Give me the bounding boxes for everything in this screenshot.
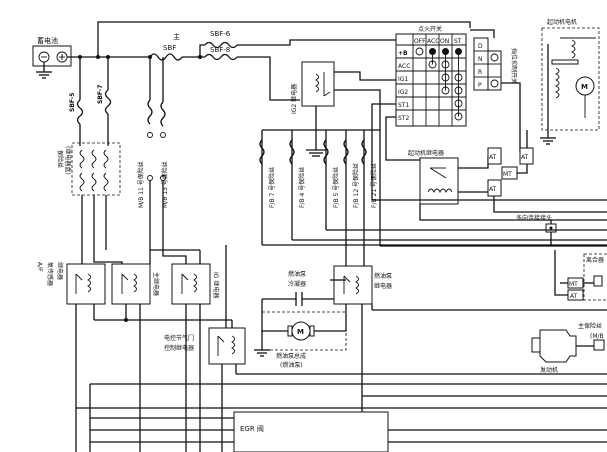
- sbf5-label: SBF-5: [69, 93, 76, 112]
- gear-d-label: D: [478, 43, 483, 50]
- sbf8-label: SBF-8: [210, 46, 230, 54]
- clutch-switch: 离合器 MT AT: [554, 250, 607, 301]
- fuel-pump-relay-label-1: 燃油泵: [374, 272, 392, 280]
- fuel-pump-cooler-label-2: 冷凝器: [288, 280, 306, 288]
- mb-11-fuse: M/B 11 号保险丝: [137, 99, 153, 250]
- signal-buses: [262, 150, 607, 397]
- engine: 发动机: [531, 329, 577, 374]
- starter-relay-label: 起动机继电器: [408, 149, 444, 157]
- main-relay-label: 主继电器: [152, 272, 160, 296]
- af-relay: A/F 氧传感器 继电器: [36, 262, 106, 452]
- fuel-pump-relay-label-2: 继电器: [374, 282, 392, 290]
- sw-off-label: OFF: [414, 38, 426, 45]
- multi-connector-label: 多向连接接头: [516, 214, 552, 222]
- main-relay: 主继电器: [93, 230, 232, 452]
- sbf7-label: SBF-7: [97, 85, 104, 104]
- ig-relay-label: IG 继电器: [212, 272, 220, 298]
- sw-ig1-label: IG1: [398, 76, 408, 83]
- gear-r-label: R: [478, 69, 482, 76]
- throttle-relay-label-1: 电控节气门: [164, 334, 194, 342]
- fuse-box-label-1: 保险丝: [56, 150, 64, 168]
- ignition-switch: 点火开关 OFF ACC ON ST +B ACC IG1 IG2 ST1 ST…: [371, 25, 467, 200]
- multi-connector: 多向连接接头: [380, 214, 607, 247]
- af-relay-label-2: 氧传感器: [46, 262, 54, 286]
- fb4-label: F/B 4 号保险丝: [298, 167, 306, 208]
- sw-acc-row-label: ACC: [398, 63, 410, 70]
- main-fuse-mb: 主保险丝 (M/B: [576, 322, 605, 351]
- ig-relay: IG 继电器: [150, 240, 220, 452]
- inhibitor-label: 挡位抑制开关: [510, 48, 518, 84]
- inhibitor-switch: D N R P 挡位抑制开关: [470, 29, 521, 152]
- gear-n-label: N: [478, 56, 483, 63]
- sbf6-label: SBF-6: [210, 30, 231, 38]
- sw-st1-label: ST1: [398, 102, 409, 109]
- mb13-label: M/B 13 号保险丝: [161, 161, 169, 208]
- mb-13-fuse: M/B 13 号保险丝: [160, 101, 169, 240]
- conn-mt-1: MT: [503, 171, 512, 178]
- main-wiring: [67, 21, 471, 102]
- ignition-switch-label: 点火开关: [418, 25, 442, 33]
- conn-at-1: AT: [489, 154, 497, 161]
- sw-on-label: ON: [440, 38, 449, 45]
- fb5-label: F/B 5 号保险丝: [332, 167, 340, 208]
- fuel-pump-assy-label-2: (燃油泵): [280, 361, 303, 369]
- af-relay-label-1: A/F: [36, 262, 43, 272]
- throttle-relay-label-2: 控制继电器: [164, 344, 194, 352]
- sw-acc-label: ACC: [427, 38, 439, 45]
- starter-motor-m: M: [581, 83, 588, 91]
- starter-motor-label: 起动机电机: [547, 18, 577, 26]
- fuel-pump-cooler-label-1: 燃油泵: [288, 270, 306, 278]
- mb11-label: M/B 11 号保险丝: [137, 161, 145, 208]
- fb-fuses: F/B 7 号保险丝 F/B 4 号保险丝 F/B 5 号保险丝 F/B 12 …: [259, 129, 380, 280]
- gear-p-label: P: [478, 82, 482, 89]
- main-fuse-label-1: 主保险丝: [578, 322, 602, 330]
- fuel-pump-assembly: M 燃油泵总成 (燃油泵): [254, 299, 347, 369]
- fb12-label: F/B 12 号保险丝: [352, 163, 360, 208]
- sw-st2-label: ST2: [398, 115, 409, 122]
- sw-ig2-label: IG2: [398, 89, 408, 96]
- engine-label: 发动机: [540, 366, 558, 374]
- conn-at-3: AT: [489, 186, 497, 193]
- sw-b-label: +B: [398, 50, 408, 57]
- fuse-relay-box: 保险丝 (继电器盒): [56, 142, 121, 262]
- throttle-control-relay: 电控节气门 控制继电器: [164, 245, 607, 452]
- at-mt-connectors: AT AT MT AT: [419, 130, 607, 221]
- ig2-relay-label: IG2 继电器: [290, 84, 298, 114]
- fuel-pump-relay: 燃油泵 继电器: [333, 250, 392, 452]
- fb7-label: F/B 7 号保险丝: [268, 167, 276, 208]
- fuel-pump-assy-label-1: 燃油泵总成: [276, 352, 306, 360]
- starter-relay: 起动机继电器: [408, 149, 490, 205]
- af-relay-label-3: 继电器: [56, 262, 64, 280]
- sbf-5-fuse: SBF-5: [69, 93, 84, 146]
- main-sbf-fuse: 主 SBF: [163, 32, 180, 52]
- conn-mt-2: MT: [569, 281, 578, 288]
- fb21-label: F/B 21 号保险丝: [370, 163, 378, 208]
- battery-label: 蓄电池: [37, 36, 58, 45]
- starter-motor: 起动机电机 M: [540, 18, 600, 145]
- fuel-pump-condenser: 燃油泵 冷凝器: [262, 270, 346, 306]
- sbf-8-fuse: SBF-8: [210, 46, 230, 54]
- sbf-main-label-1: 主: [173, 32, 180, 41]
- battery: 蓄电池: [32, 36, 72, 79]
- fuel-pump-m: M: [297, 328, 304, 336]
- fuse-box-label-2: (继电器盒): [64, 146, 72, 175]
- sbf-6-fuse: SBF-6: [210, 30, 231, 38]
- clutch-label: 离合器: [586, 256, 604, 264]
- sbf-main-label-2: SBF: [163, 44, 176, 52]
- egr-valve-label: EGR 阀: [240, 424, 264, 433]
- main-fuse-label-2: (M/B: [590, 333, 604, 340]
- sw-st-label: ST: [454, 38, 462, 45]
- conn-at-4: AT: [570, 293, 578, 300]
- egr-valve: EGR 阀: [76, 383, 607, 452]
- ig2-relay: IG2 继电器: [290, 61, 396, 157]
- conn-at-2: AT: [521, 154, 529, 161]
- sbf-7-fuse: SBF-7: [97, 85, 112, 146]
